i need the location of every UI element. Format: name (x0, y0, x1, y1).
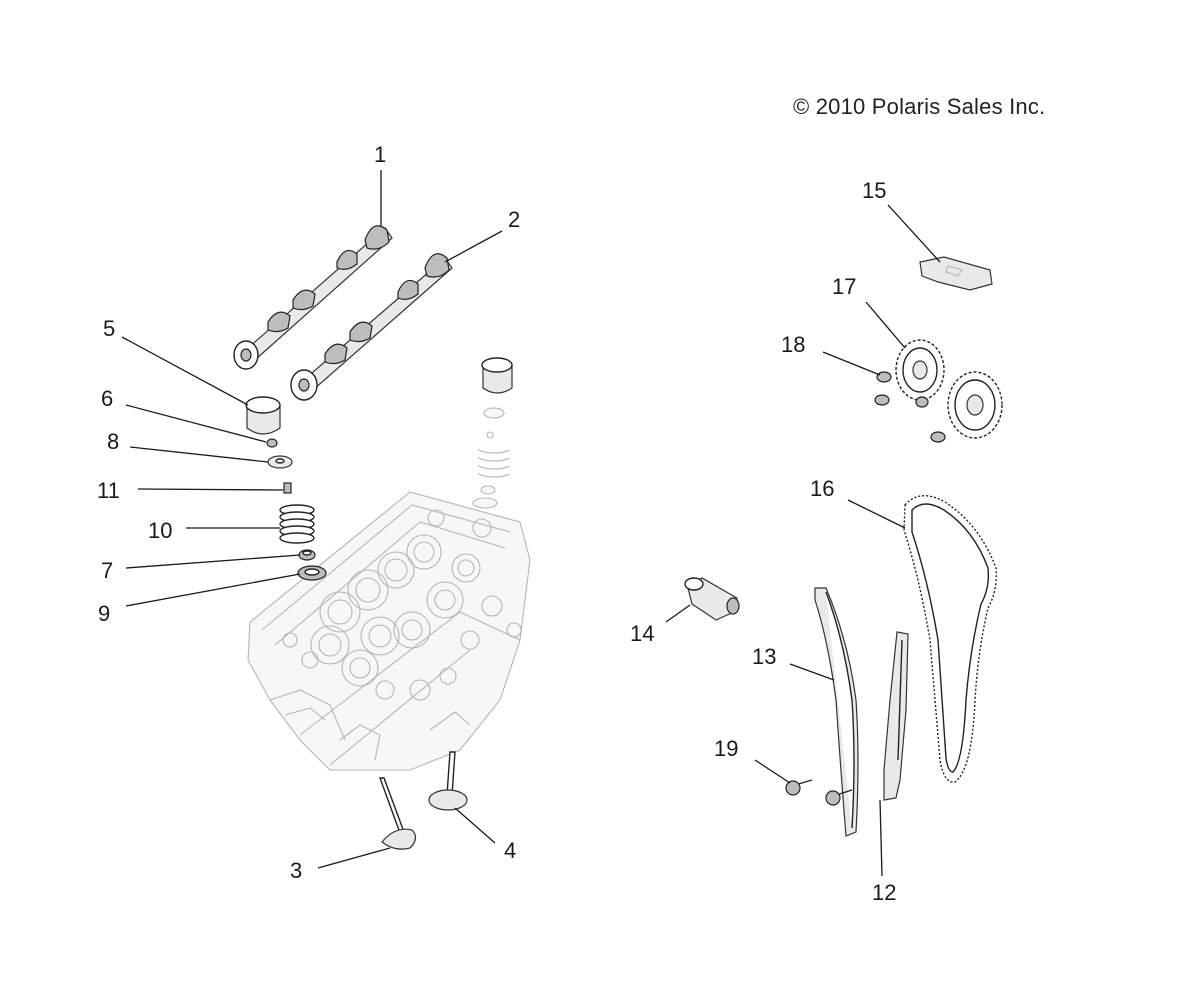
timing-chain (903, 495, 998, 783)
callout-leaders (121, 170, 941, 877)
callout-17: 17 (832, 274, 856, 299)
callout-15: 15 (862, 178, 886, 203)
spring-retainer (267, 455, 293, 469)
callout-10: 10 (148, 518, 172, 543)
cylinder-head (247, 491, 531, 771)
camshaft-exhaust (290, 253, 453, 401)
fixed-chain-guide (883, 631, 909, 801)
callout-19: 19 (714, 736, 738, 761)
cam-sprocket-pair (895, 339, 1003, 439)
valve-spring (279, 504, 315, 544)
callout-3: 3 (290, 858, 302, 883)
callout-12: 12 (872, 880, 896, 905)
valve-stem-seal (298, 549, 316, 561)
callout-6: 6 (101, 386, 113, 411)
callout-11: 11 (97, 478, 120, 503)
callout-7: 7 (101, 558, 113, 583)
camshaft-intake (233, 225, 393, 370)
callout-4: 4 (504, 838, 516, 863)
callout-14: 14 (630, 621, 654, 646)
spring-seat-washer (297, 565, 327, 581)
copyright-notice: © 2010 Polaris Sales Inc. (793, 94, 1046, 119)
callout-18: 18 (781, 332, 805, 357)
valve-tappet (245, 396, 281, 435)
intake-valve (379, 777, 417, 850)
sprocket-bolts (874, 371, 946, 443)
guide-pivot-bolts (785, 779, 853, 806)
callout-1: 1 (374, 142, 386, 167)
upper-chain-guide (919, 256, 993, 291)
valve-collet (283, 482, 292, 494)
chain-tensioner-guide (814, 587, 859, 837)
chain-tensioner (684, 577, 740, 621)
valve-train-stack-ghost (472, 357, 513, 509)
callout-16: 16 (810, 476, 834, 501)
callout-5: 5 (103, 316, 115, 341)
callout-2: 2 (508, 207, 520, 232)
callout-9: 9 (98, 601, 110, 626)
valve-keeper (266, 438, 278, 448)
callout-13: 13 (752, 644, 776, 669)
callout-8: 8 (107, 429, 119, 454)
callout-labels: 1 2 3 4 5 6 8 11 10 7 9 15 17 18 16 14 1… (97, 142, 896, 905)
exhaust-valve (428, 751, 468, 811)
